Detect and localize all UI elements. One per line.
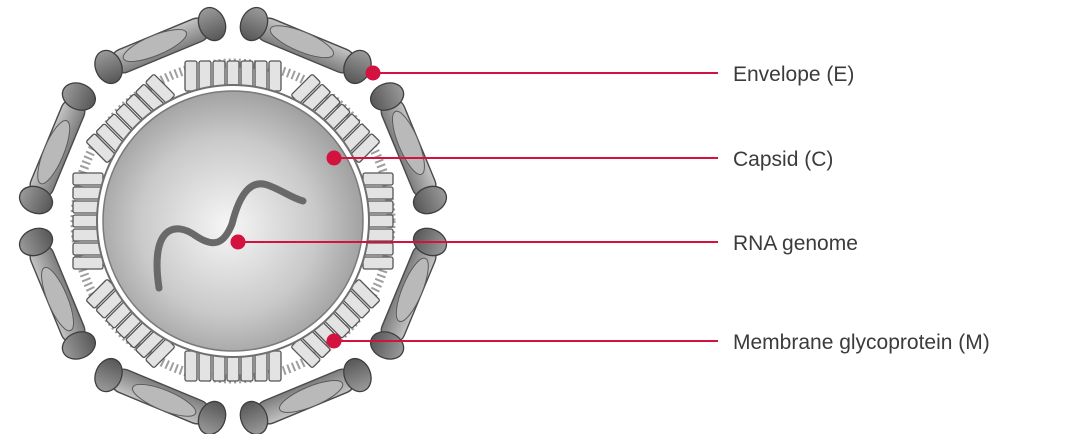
membrane-block — [269, 351, 281, 381]
callout-membrane: Membrane glycoprotein (M) — [327, 331, 990, 354]
membrane-block — [185, 61, 197, 91]
label-rna: RNA genome — [733, 232, 858, 255]
label-membrane: Membrane glycoprotein (M) — [733, 331, 990, 354]
callout-envelope: Envelope (E) — [366, 63, 855, 86]
membrane-block — [185, 351, 197, 381]
membrane-block — [73, 257, 103, 269]
leader-dot-envelope — [366, 66, 381, 81]
label-capsid: Capsid (C) — [733, 148, 833, 171]
membrane-block — [363, 173, 393, 185]
leader-dot-membrane — [327, 334, 342, 349]
label-envelope: Envelope (E) — [733, 63, 854, 86]
membrane-block — [73, 173, 103, 185]
leader-dot-capsid — [327, 151, 342, 166]
virion-particle — [15, 3, 450, 434]
membrane-block — [363, 257, 393, 269]
membrane-block — [269, 61, 281, 91]
leader-dot-rna — [231, 235, 246, 250]
